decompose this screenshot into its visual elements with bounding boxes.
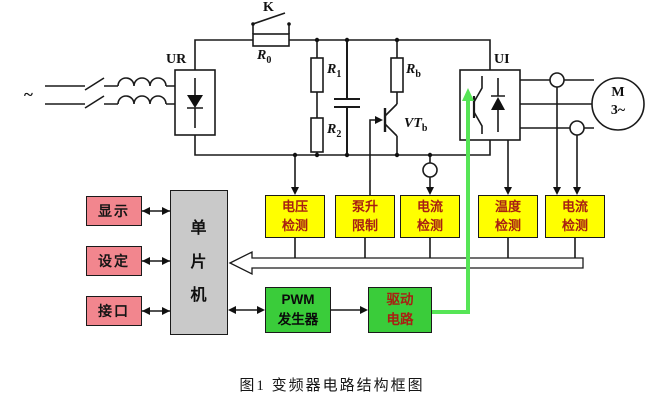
label-vtb: VTb — [404, 116, 428, 134]
block-display: 显示 — [86, 196, 142, 226]
inductor-coil-top — [117, 77, 167, 87]
top-rail — [194, 39, 491, 70]
rectifier-diode-icon — [187, 95, 203, 108]
block-interface: 接口 — [86, 296, 142, 326]
switch-blade-top — [84, 77, 105, 91]
label-k: K — [263, 0, 274, 15]
figure-caption: 图1 变频器电路结构框图 — [239, 378, 425, 394]
block-drive-circuit: 驱动 电路 — [368, 287, 432, 333]
drive-signal-arrowhead — [462, 88, 474, 101]
label-r2: R2 — [327, 122, 342, 140]
junction-dots — [251, 22, 433, 158]
pump-limit-gate-line — [369, 119, 375, 195]
label-r1: R1 — [327, 62, 342, 80]
inverter-igbt — [473, 76, 483, 134]
dc-current-sensor — [422, 162, 438, 178]
bottom-rail — [194, 135, 491, 156]
contactor-k — [252, 12, 290, 34]
feedback-feeds — [294, 238, 576, 258]
motor-circle — [591, 77, 645, 131]
switch-blade-bottom — [84, 95, 105, 109]
inductor-coil-bottom — [117, 95, 167, 105]
ac-source-symbol: ~ — [24, 85, 33, 104]
block-current-detect-1: 电流 检测 — [400, 195, 460, 238]
resistor-r2 — [310, 117, 324, 153]
resistor-rb — [390, 57, 404, 93]
label-ui: UI — [494, 52, 510, 67]
block-setting: 设定 — [86, 246, 142, 276]
block-temp-detect: 温度 检测 — [478, 195, 538, 238]
block-voltage-detect: 电压 检测 — [265, 195, 325, 238]
feedback-bus-arrow — [228, 250, 584, 276]
block-pwm-generator: PWM 发生器 — [265, 287, 331, 333]
drive-signal-line — [432, 98, 470, 314]
arrowheads — [142, 116, 581, 315]
label-rb: Rb — [406, 62, 421, 80]
inverter-diode-leads — [491, 78, 505, 132]
label-ur: UR — [166, 52, 187, 67]
resistor-r1 — [310, 57, 324, 93]
block-mcu: 单 片 机 — [170, 190, 228, 335]
label-r0: R0 — [257, 48, 272, 66]
current-transformer-1 — [549, 72, 565, 88]
capacitor — [334, 40, 360, 155]
current-transformer-2 — [569, 120, 585, 136]
block-pump-limit: 泵升 限制 — [335, 195, 395, 238]
inverter-diode-icon — [491, 97, 505, 110]
block-current-detect-2: 电流 检测 — [545, 195, 605, 238]
motor-label: M 3~ — [610, 85, 626, 119]
vtb-leads — [384, 103, 398, 155]
resistor-r0 — [252, 33, 290, 47]
